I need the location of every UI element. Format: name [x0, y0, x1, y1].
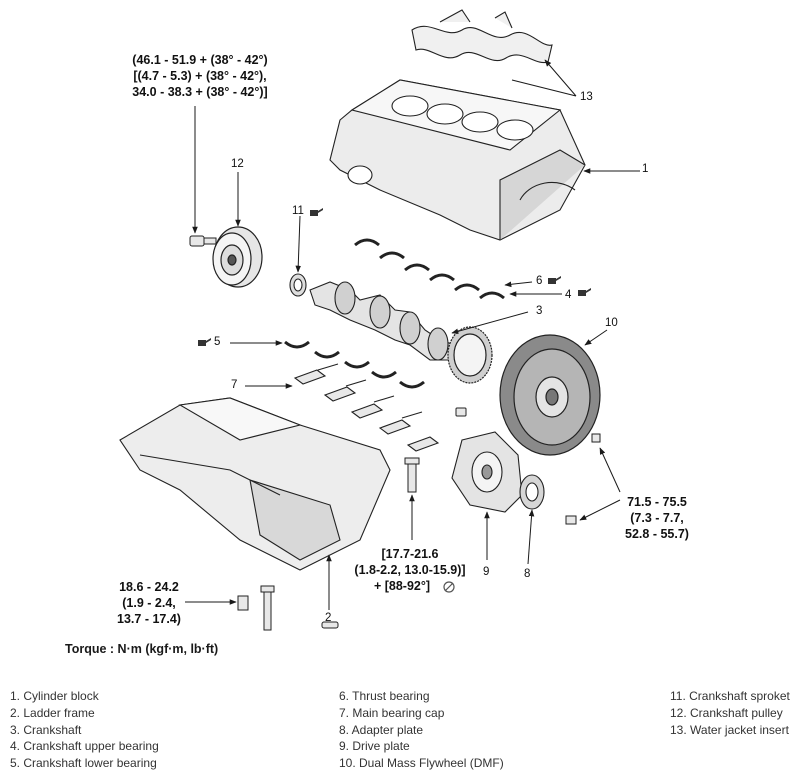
legend-item: 5. Crankshaft lower bearing [10, 756, 157, 771]
legend-column-1: 1. Cylinder block 2. Ladder frame 3. Cra… [10, 688, 159, 772]
torque-line: 13.7 - 17.4) [117, 612, 181, 626]
torque-line: (1.9 - 2.4, [122, 596, 176, 610]
torque-line: (1.8-2.2, 13.0-15.9)] [354, 563, 466, 577]
callout-1: 1 [642, 163, 649, 175]
flywheel-bolts [565, 433, 601, 525]
upper-bearings [354, 238, 505, 300]
legend-item: 4. Crankshaft upper bearing [10, 739, 159, 754]
leader-lines [185, 60, 640, 610]
torque-main-cap-bolt: [17.7-21.6 (1.8-2.2, 13.0-15.9)] + [88-9… [340, 546, 480, 594]
torque-line: (46.1 - 51.9 + (38° - 42°) [132, 53, 268, 67]
torque-line: 52.8 - 55.7) [625, 527, 689, 541]
legend-item: 10. Dual Mass Flywheel (DMF) [339, 756, 504, 771]
callout-4: 4 [565, 289, 572, 301]
torque-angle: + [88-92°] [373, 579, 431, 593]
dual-mass-flywheel [499, 334, 601, 456]
small-bolt [455, 407, 467, 417]
torque-frame-bolt: 18.6 - 24.2 (1.9 - 2.4, 13.7 - 17.4) [104, 579, 194, 627]
torque-line: 34.0 - 38.3 + (38° - 42°)] [132, 85, 268, 99]
ladder-frame [119, 397, 391, 571]
pulley-bolt [189, 235, 217, 247]
frame-bolts [237, 585, 339, 631]
callout-11: 11 [292, 205, 304, 217]
legend-column-3: 11. Crankshaft sproket 12. Crankshaft pu… [670, 688, 790, 738]
callout-13: 13 [580, 91, 593, 103]
legend-item: 6. Thrust bearing [339, 689, 430, 703]
crankshaft [309, 281, 456, 361]
torque-line: [17.7-21.6 [381, 547, 439, 561]
water-jacket-insert [411, 9, 553, 64]
exploded-engine-diagram [119, 9, 640, 631]
legend-item: 1. Cylinder block [10, 689, 99, 703]
main-cap-bolt [404, 457, 420, 493]
callout-12: 12 [231, 158, 244, 170]
torque-pulley-bolt: (46.1 - 51.9 + (38° - 42°) [(4.7 - 5.3) … [112, 52, 288, 100]
legend-item: 9. Drive plate [339, 739, 410, 754]
torque-line: (7.3 - 7.7, [630, 511, 684, 525]
callout-10: 10 [605, 317, 618, 329]
callout-5: 5 [214, 336, 221, 348]
main-bearing-caps [293, 363, 440, 452]
legend-item: 11. Crankshaft sproket [670, 689, 790, 703]
crankshaft-pulley [212, 226, 263, 288]
callout-3: 3 [536, 305, 543, 317]
cylinder-block [329, 79, 586, 241]
callout-7: 7 [231, 379, 238, 391]
callout-6: 6 [536, 275, 543, 287]
callout-2: 2 [325, 612, 332, 624]
drive-plate [451, 431, 523, 513]
torque-flywheel-bolt: 71.5 - 75.5 (7.3 - 7.7, 52.8 - 55.7) [612, 494, 702, 542]
legend-item: 8. Adapter plate [339, 722, 424, 737]
torque-line: [(4.7 - 5.3) + (38° - 42°), [133, 69, 267, 83]
legend-item: 13. Water jacket insert [670, 722, 789, 737]
crankshaft-sprocket [289, 273, 307, 297]
adapter-plate [519, 474, 545, 510]
oil-can-icon [198, 208, 591, 346]
callout-8: 8 [524, 568, 531, 580]
legend-item: 12. Crankshaft pulley [670, 705, 783, 720]
legend-item: 3. Crankshaft [10, 722, 82, 737]
callout-9: 9 [483, 566, 490, 578]
lower-bearings [284, 340, 425, 389]
torque-line: + [88-92°] [340, 578, 480, 594]
legend-item: 7. Main bearing cap [339, 705, 445, 720]
crank-ring-gear [447, 326, 493, 384]
legend-column-2: 6. Thrust bearing 7. Main bearing cap 8.… [339, 688, 504, 772]
torque-line: 18.6 - 24.2 [119, 580, 179, 594]
torque-line: 71.5 - 75.5 [627, 495, 687, 509]
torque-unit-note: Torque : N·m (kgf·m, lb·ft) [65, 642, 219, 656]
legend-item: 2. Ladder frame [10, 705, 95, 720]
no-reuse-icon [443, 581, 455, 593]
